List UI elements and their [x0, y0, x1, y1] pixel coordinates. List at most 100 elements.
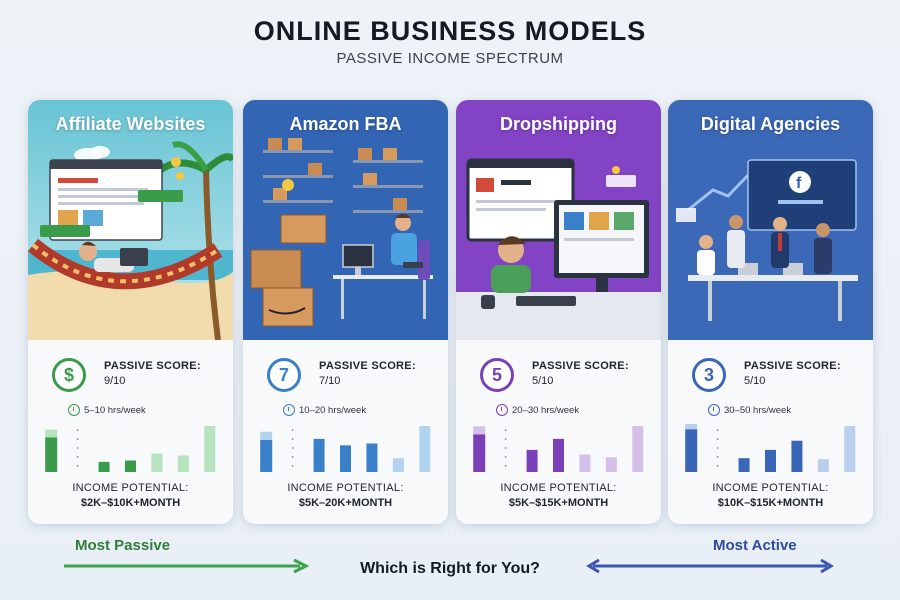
chart-guide-dot [504, 438, 507, 440]
hours-per-week: 10–20 hrs/week [283, 404, 366, 416]
passive-score-value: 9/10 [104, 375, 126, 387]
card-affiliate-websites[interactable]: Affiliate Websites $ PASSIVE SCORE: 9/10… [28, 100, 233, 524]
passive-score-label: PASSIVE SCORE: [532, 360, 629, 372]
chart-guide-dot [504, 456, 507, 458]
income-potential-value: $2K–$10K+MONTH [80, 497, 181, 509]
chart-bar [579, 454, 591, 472]
income-potential-value: $5K–20K+MONTH [298, 497, 393, 509]
hours-per-week: 30–50 hrs/week [708, 404, 791, 416]
chart-bar [817, 459, 829, 472]
chart-guide-dot [716, 465, 719, 467]
chart-bar [526, 449, 538, 472]
amazon-fba-illustration [243, 100, 448, 340]
chart-bar [765, 449, 776, 472]
income-potential-value: $10K–$15K+MONTH [717, 497, 824, 509]
income-bar-chart [685, 424, 856, 472]
chart-bar [685, 429, 698, 472]
svg-text:f: f [796, 175, 802, 192]
chart-bar [419, 426, 431, 472]
card-title: Affiliate Websites [55, 114, 206, 134]
chart-bar [738, 458, 750, 472]
chart-guide-dot [291, 438, 294, 440]
chart-guide-dot [291, 447, 294, 449]
chart-guide-dot [291, 429, 294, 431]
chart-bar [204, 426, 216, 472]
income-bar-chart [260, 426, 431, 472]
card-title: Digital Agencies [700, 114, 841, 134]
chart-guide-dot [504, 447, 507, 449]
chart-bar-cap [45, 429, 58, 438]
income-bar-chart [473, 426, 644, 472]
passive-arrow-icon [64, 558, 310, 574]
passive-score-value: 7/10 [319, 375, 341, 387]
active-double-arrow-icon [586, 558, 834, 574]
card-info: 7 PASSIVE SCORE: 7/10 10–20 hrs/week INC… [243, 340, 448, 524]
score-badge-icon: 5 [480, 358, 514, 392]
income-potential-label: INCOME POTENTIAL: [500, 482, 617, 494]
hours-per-week: 20–30 hrs/week [496, 404, 579, 416]
chart-guide-dot [504, 465, 507, 467]
most-active-label: Most Active [713, 537, 797, 554]
card-digital-agencies[interactable]: f Digital Agencies [668, 100, 873, 524]
chart-bar [260, 439, 273, 472]
clock-icon [708, 404, 720, 416]
hours-text: 5–10 hrs/week [84, 404, 146, 416]
dropshipping-illustration [456, 100, 661, 340]
chart-bar [632, 426, 644, 472]
chart-guide-dot [76, 438, 79, 440]
hours-text: 30–50 hrs/week [724, 404, 792, 416]
chart-guide-dot [716, 429, 719, 431]
chart-guide-dot [504, 429, 507, 431]
clock-icon [496, 404, 508, 416]
chart-bar [392, 458, 404, 472]
page-title: ONLINE BUSINESS MODELS [253, 16, 647, 46]
chart-guide-dot [716, 447, 719, 449]
card-amazon-fba[interactable]: Amazon FBA 7 PASSIVE SCORE: 7/10 10–20 h… [243, 100, 448, 524]
card-info: 3 PASSIVE SCORE: 5/10 30–50 hrs/week INC… [668, 340, 873, 524]
chart-bar [151, 453, 163, 472]
income-potential-label: INCOME POTENTIAL: [287, 482, 404, 494]
passive-score-label: PASSIVE SCORE: [744, 360, 841, 372]
card-info: $ PASSIVE SCORE: 9/10 5–10 hrs/week INCO… [28, 340, 233, 524]
income-potential-label: INCOME POTENTIAL: [72, 482, 189, 494]
card-dropshipping[interactable]: Dropshipping 5 PASSIVE SCORE: 5/10 20–30… [456, 100, 661, 524]
chart-guide-dot [291, 465, 294, 467]
affiliate-illustration [28, 100, 233, 340]
chart-guide-dot [716, 438, 719, 440]
chart-bar-cap [685, 424, 698, 430]
score-badge-icon: 7 [267, 358, 301, 392]
chart-guide-dot [76, 456, 79, 458]
passive-score-label: PASSIVE SCORE: [104, 360, 201, 372]
chart-bar [553, 438, 564, 472]
income-bar-chart [45, 426, 216, 472]
chart-bar [605, 457, 617, 472]
chart-bar [125, 460, 136, 472]
passive-score-value: 5/10 [744, 375, 766, 387]
passive-score-label: PASSIVE SCORE: [319, 360, 416, 372]
hours-text: 20–30 hrs/week [512, 404, 580, 416]
chart-bar [366, 443, 378, 472]
clock-icon [283, 404, 295, 416]
dollar-badge-icon: $ [52, 358, 86, 392]
hours-per-week: 5–10 hrs/week [68, 404, 146, 416]
score-badge-icon: 3 [692, 358, 726, 392]
chart-bar [313, 438, 325, 472]
chart-bar [473, 434, 486, 472]
income-potential-label: INCOME POTENTIAL: [712, 482, 829, 494]
chart-guide-dot [76, 465, 79, 467]
clock-icon [68, 404, 80, 416]
hours-text: 10–20 hrs/week [299, 404, 367, 416]
passive-score-value: 5/10 [532, 375, 554, 387]
chart-bar-cap [473, 426, 486, 435]
chart-guide-dot [76, 447, 79, 449]
chart-bar [177, 455, 189, 472]
chart-bar [98, 461, 110, 472]
card-title: Dropshipping [500, 114, 617, 134]
question-text: Which is Right for You? [360, 560, 540, 577]
chart-bar [45, 437, 58, 472]
card-title: Amazon FBA [289, 114, 402, 134]
cards-container: Affiliate Websites $ PASSIVE SCORE: 9/10… [28, 100, 873, 524]
chart-bar-cap [260, 431, 273, 440]
chart-bar [340, 445, 351, 472]
income-potential-value: $5K–$15K+MONTH [508, 497, 609, 509]
